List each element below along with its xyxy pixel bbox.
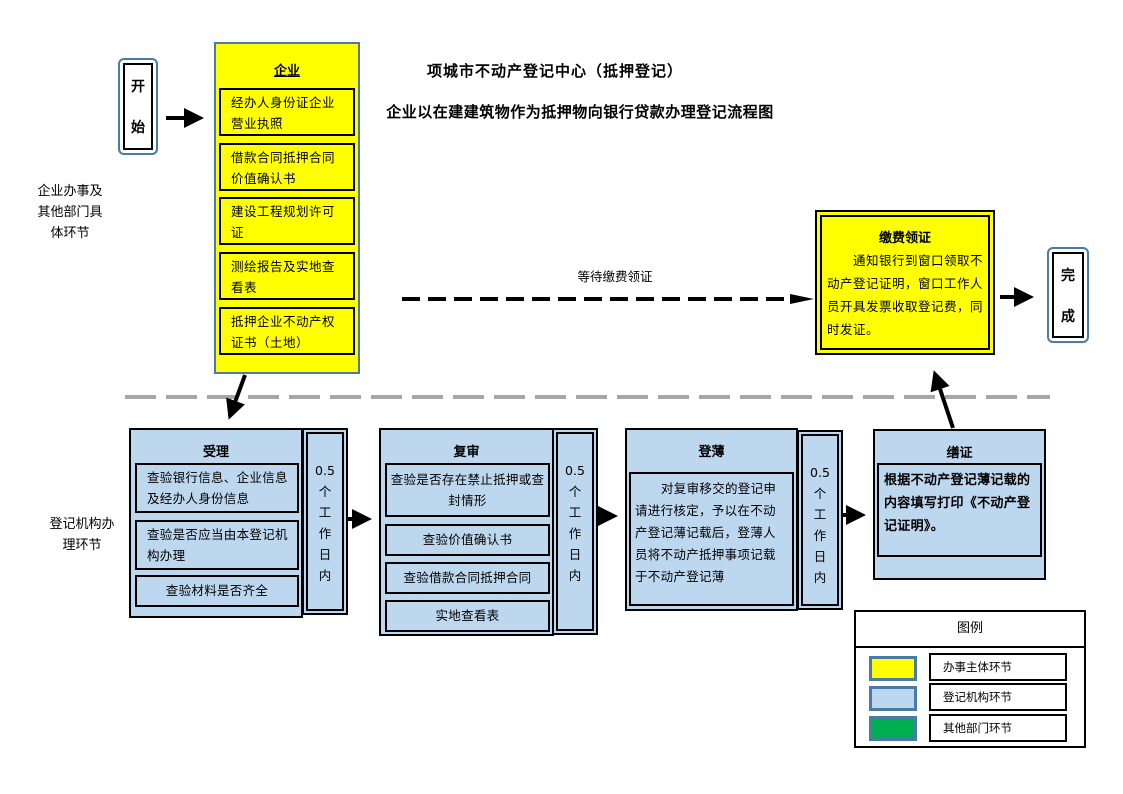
payment-title: 缴费领证: [878, 231, 931, 246]
enterprise-column: 企业 经办人身份证企业营业执照 借款合同抵押合同价值确认书 建设工程规划许可证 …: [214, 42, 360, 374]
stage-check-item: 查验材料是否齐全: [135, 575, 299, 607]
diagram-title: 项城市不动产登记中心（抵押登记）: [426, 62, 683, 80]
start-node: 开 始: [118, 58, 158, 155]
end-node: 完 成: [1047, 247, 1089, 343]
lane-label-registry: 登记机构办 理环节: [42, 514, 122, 556]
stage-certificate-detail: 根据不动产登记薄记载的内容填写打印《不动产登记证明》。: [877, 463, 1042, 557]
legend-title: 图例: [856, 612, 1084, 648]
start-char: 始: [131, 120, 145, 137]
payment-node: 缴费领证 通知银行到窗口领取不动产登记证明，窗口工作人员开具发票收取登记费，同时…: [815, 210, 995, 355]
stage-certificate: 缮证 根据不动产登记薄记载的内容填写打印《不动产登记证明》。: [873, 429, 1046, 580]
stage-title: 复审: [453, 445, 480, 460]
lane-label-line: 其他部门具: [37, 205, 103, 220]
stage-register-detail: 对复审移交的登记申请进行核定，予以在不动产登记薄记载后，登薄人员将不动产抵押事项…: [629, 472, 794, 606]
lane-label-line: 理环节: [62, 538, 102, 553]
enterprise-doc-item: 测绘报告及实地查看表: [219, 252, 355, 300]
legend-label: 办事主体环节: [929, 653, 1067, 681]
lane-label-line: 登记机构办: [49, 517, 115, 532]
stage-check-item: 查验价值确认书: [385, 524, 550, 556]
stage-title: 缮证: [946, 446, 973, 461]
enterprise-title: 企业: [273, 64, 300, 79]
arrow-wait-head: [790, 294, 814, 304]
stage-check-item: 查验借款合同抵押合同: [385, 562, 550, 594]
start-char: 开: [131, 78, 145, 95]
stage-register: 登薄 对复审移交的登记申请进行核定，予以在不动产登记薄记载后，登薄人员将不动产抵…: [625, 428, 798, 611]
stage-check-item: 查验是否存在禁止抵押或查封情形: [385, 463, 550, 517]
stage-certificate-text: 根据不动产登记薄记载的内容填写打印《不动产登记证明》。: [884, 473, 1031, 534]
enterprise-doc-item: 经办人身份证企业营业执照: [219, 88, 355, 136]
enterprise-doc-item: 借款合同抵押合同价值确认书: [219, 143, 355, 191]
legend: 图例 办事主体环节 登记机构环节 其他部门环节: [854, 610, 1086, 748]
legend-swatch-other: [869, 716, 917, 741]
lane-label-line: 体环节: [50, 226, 90, 241]
end-char: 成: [1061, 308, 1075, 325]
legend-label: 登记机构环节: [929, 683, 1067, 711]
legend-swatch-enterprise: [869, 656, 917, 681]
stage-check-item: 查验是否应当由本登记机构办理: [135, 520, 299, 570]
stage-check-item: 查验银行信息、企业信息及经办人身份信息: [135, 463, 299, 513]
stage-review: 复审 查验是否存在禁止抵押或查封情形 查验价值确认书 查验借款合同抵押合同 实地…: [379, 428, 554, 636]
lane-label-line: 企业办事及: [37, 184, 103, 199]
wait-label: 等待缴费领证: [577, 269, 653, 284]
lane-label-enterprise: 企业办事及 其他部门具 体环节: [30, 181, 110, 244]
end-char: 完: [1061, 267, 1075, 284]
arrow-enterprise-to-acceptance: [226, 374, 247, 420]
stage-register-text: 对复审移交的登记申请进行核定，予以在不动产登记薄记载后，登薄人员将不动产抵押事项…: [635, 481, 777, 584]
legend-swatch-registry: [869, 686, 917, 711]
stage-check-item: 实地查看表: [385, 600, 550, 632]
payment-text: 通知银行到窗口领取不动产登记证明，窗口工作人员开具发票收取登记费，同时发证。: [827, 253, 984, 337]
enterprise-doc-item: 抵押企业不动产权证书（土地）: [219, 307, 355, 355]
arrow-certificate-to-payment: [930, 370, 955, 429]
stage-title: 受理: [202, 445, 229, 460]
stage-acceptance: 受理 查验银行信息、企业信息及经办人身份信息 查验是否应当由本登记机构办理 查验…: [129, 428, 303, 618]
diagram-subtitle: 企业以在建建筑物作为抵押物向银行贷款办理登记流程图: [386, 103, 774, 121]
enterprise-doc-item: 建设工程规划许可证: [219, 197, 355, 245]
stage-title: 登薄: [698, 445, 725, 460]
legend-label: 其他部门环节: [929, 714, 1067, 742]
